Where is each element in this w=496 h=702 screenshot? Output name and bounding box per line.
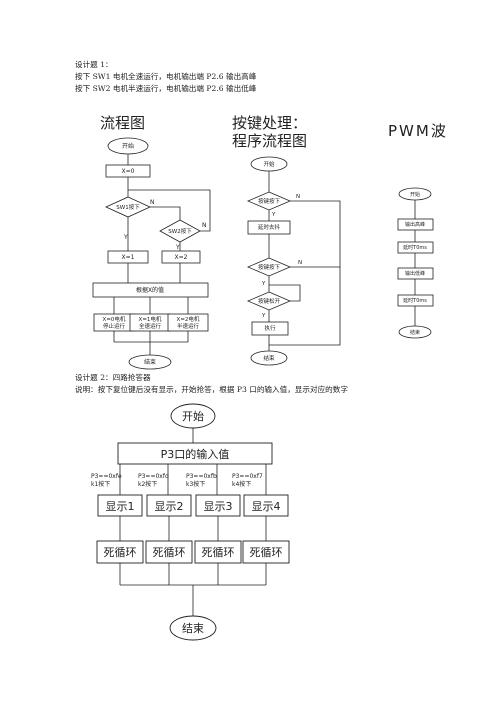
flow2-exec-box — [251, 321, 289, 336]
flow2-end-text: 结束 — [263, 354, 275, 362]
heading-key-line2: 程序流程图 — [232, 132, 308, 150]
flow3-out-low-text: 输出低峰 — [405, 270, 425, 277]
flow3-delay1-box — [397, 241, 434, 254]
flow2-end-terminal — [250, 350, 288, 366]
flow4-cond1-line2: k1按下 — [91, 480, 110, 488]
flow4-cond2-line1: P3==0xfd — [138, 473, 169, 480]
flow2-delay-text: 延时去抖 — [258, 223, 281, 231]
flow1-case1-line1: X=1电机 — [139, 315, 162, 323]
flow3-out-high-box — [397, 218, 434, 231]
flow1-case0-line1: X=0电机 — [103, 315, 126, 323]
flow3-out-low-box — [397, 267, 434, 280]
flow2-exec-text: 执行 — [264, 324, 276, 332]
flow1-end-terminal — [128, 354, 172, 370]
flow4-show2-text: 显示2 — [155, 500, 184, 513]
flow3-delay2-text: 延时T0ms — [403, 297, 427, 304]
flow1-n1-label: N — [150, 199, 155, 206]
heading-flow: 流程图 — [100, 114, 146, 132]
flow1-start-text: 开始 — [122, 142, 134, 150]
flow1-x2-text: X=2 — [175, 254, 188, 261]
flow1-sw1-text: SW1按下 — [116, 203, 140, 211]
flow4-cond3-line2: k3按下 — [186, 480, 205, 488]
flow2-n1-label: N — [296, 194, 300, 200]
flow3-delay1-text: 延时T0ms — [403, 244, 427, 251]
flow1-case1-line2: 全速运行 — [139, 322, 162, 330]
flow1-end-text: 结束 — [144, 358, 156, 366]
flow4-cond4-line2: k4按下 — [232, 480, 251, 488]
flow1-case2-line2: 半速运行 — [177, 322, 200, 330]
flow1-init-text: X=0 — [122, 168, 135, 175]
flow3-end-text: 结束 — [410, 329, 420, 336]
flow2-n2-label: N — [298, 260, 302, 266]
flow4-cond4-line1: P3==0xf7 — [232, 473, 263, 480]
flow3-out-high-text: 输出高峰 — [405, 221, 425, 228]
flow1-x1-text: X=1 — [122, 254, 135, 261]
design2-title: 设计题 2：四路抢答器 — [75, 373, 151, 382]
flow3-start-text: 开始 — [410, 191, 420, 198]
heading-pwm: PWM波 — [388, 122, 448, 140]
flow2-y3-label: Y — [261, 313, 266, 319]
flow4-loop2-text: 死循环 — [153, 546, 186, 559]
flow1-y2-label: Y — [175, 244, 180, 251]
flow1-n2-label: N — [202, 222, 207, 229]
flow2-d3-text: 按键松开 — [258, 297, 281, 305]
flow3-end-terminal — [398, 325, 432, 339]
flow4-input-box — [117, 442, 273, 465]
flow4-loop4-text: 死循环 — [250, 546, 283, 559]
flow4-show4-text: 显示4 — [252, 500, 281, 513]
flow4-start-text: 开始 — [182, 409, 204, 423]
flow2-d2-text: 按键按下 — [258, 263, 281, 271]
flow2-d1-text: 按键按下 — [258, 197, 281, 205]
design1-title: 设计题 1： — [75, 60, 113, 69]
design2-desc: 说明：按下复位键后没有显示，开始抢答，根据 P3 口的输入值，显示对应的数字 — [75, 385, 348, 394]
flow2-y1-label: Y — [271, 212, 276, 218]
flow2-start-text: 开始 — [263, 160, 275, 168]
flow1-x2-box — [161, 250, 201, 264]
flow4-cond1-line1: P3==0xfe — [91, 473, 122, 480]
flow2-y2-label: Y — [261, 281, 266, 287]
design1-line2: 按下 SW2 电机半速运行，电机输出端 P2.6 输出低峰 — [75, 84, 257, 93]
flow4-loop3-text: 死循环 — [202, 546, 235, 559]
flow4-input-text: P3口的输入值 — [161, 447, 230, 461]
flow3-delay2-box — [397, 294, 434, 307]
flow4-end-terminal — [169, 615, 217, 641]
heading-key-line1: 按键处理： — [232, 114, 308, 132]
flow4-cond3-line1: P3==0xfb — [186, 473, 217, 480]
flow1-case0-line2: 停止运行 — [103, 322, 126, 330]
flow4-show1-text: 显示1 — [106, 500, 135, 513]
design1-line1: 按下 SW1 电机全速运行，电机输出端 P2.6 输出高峰 — [75, 72, 257, 81]
flow4-end-text: 结束 — [182, 622, 204, 635]
flow1-case2-line1: X=2电机 — [177, 315, 200, 323]
flow4-cond2-line2: k2按下 — [138, 480, 157, 488]
flow4-loop1-text: 死循环 — [104, 546, 137, 559]
flow1-by-x-box — [92, 282, 209, 298]
flow4-show3-text: 显示3 — [204, 500, 233, 513]
flow1-y1-label: Y — [123, 234, 128, 241]
flow1-sw2-text: SW2按下 — [168, 227, 192, 235]
flow1-by-x-text: 根据X的值 — [136, 286, 164, 294]
